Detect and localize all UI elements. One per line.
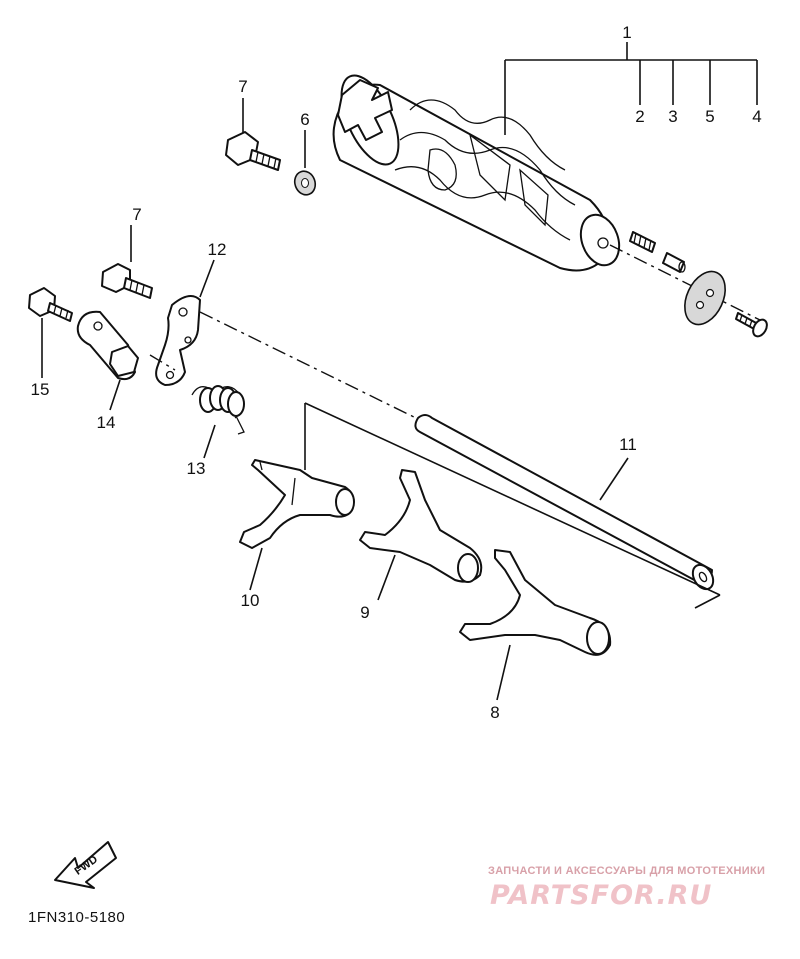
callout-7-lower: 7 bbox=[132, 205, 141, 224]
callout-9: 9 bbox=[360, 603, 369, 622]
watermark-logo: PARTSFOR.RU bbox=[490, 880, 712, 911]
callout-bracket-1 bbox=[504, 42, 758, 135]
torsion-spring-13 bbox=[191, 385, 245, 459]
spring-2 bbox=[629, 231, 656, 253]
bolt-15 bbox=[28, 287, 73, 378]
callout-12: 12 bbox=[208, 240, 227, 259]
shift-fork-8 bbox=[459, 549, 612, 701]
segment-plate-5 bbox=[684, 270, 726, 326]
bolt-7-lower bbox=[101, 225, 153, 299]
callout-15: 15 bbox=[31, 380, 50, 399]
callout-6: 6 bbox=[300, 110, 309, 129]
shift-fork-10 bbox=[239, 459, 355, 591]
callout-8: 8 bbox=[490, 703, 499, 722]
callout-13: 13 bbox=[187, 459, 206, 478]
fork-group-bracket bbox=[304, 402, 721, 609]
callout-14: 14 bbox=[97, 413, 116, 432]
stopper-plate-14 bbox=[76, 310, 176, 411]
screw-4 bbox=[735, 312, 768, 338]
pin-3 bbox=[662, 252, 686, 273]
stopper-lever-12 bbox=[155, 259, 215, 386]
diagram-code: 1FN310-5180 bbox=[28, 909, 125, 926]
bolt-7-upper bbox=[225, 98, 281, 171]
watermark-tagline: ЗАПЧАСТИ И АКСЕССУАРЫ ДЛЯ МОТОТЕХНИКИ bbox=[488, 865, 765, 877]
callout-7-upper: 7 bbox=[238, 77, 247, 96]
callout-5: 5 bbox=[705, 107, 714, 126]
shift-drum bbox=[332, 74, 761, 321]
shift-fork-shaft-11 bbox=[199, 311, 715, 591]
callout-3: 3 bbox=[668, 107, 677, 126]
washer-6 bbox=[293, 130, 317, 196]
callout-1: 1 bbox=[622, 23, 631, 42]
shift-fork-9 bbox=[359, 469, 483, 601]
callout-4: 4 bbox=[752, 107, 761, 126]
callout-2: 2 bbox=[635, 107, 644, 126]
callout-10: 10 bbox=[241, 591, 260, 610]
callout-11: 11 bbox=[619, 435, 637, 454]
forward-arrow-icon: FWD bbox=[54, 841, 117, 889]
